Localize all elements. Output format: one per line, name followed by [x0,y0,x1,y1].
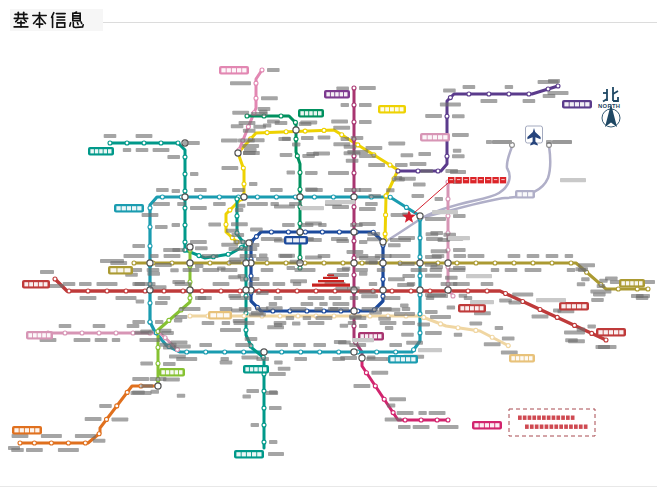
svg-text:NORTH: NORTH [598,103,620,109]
